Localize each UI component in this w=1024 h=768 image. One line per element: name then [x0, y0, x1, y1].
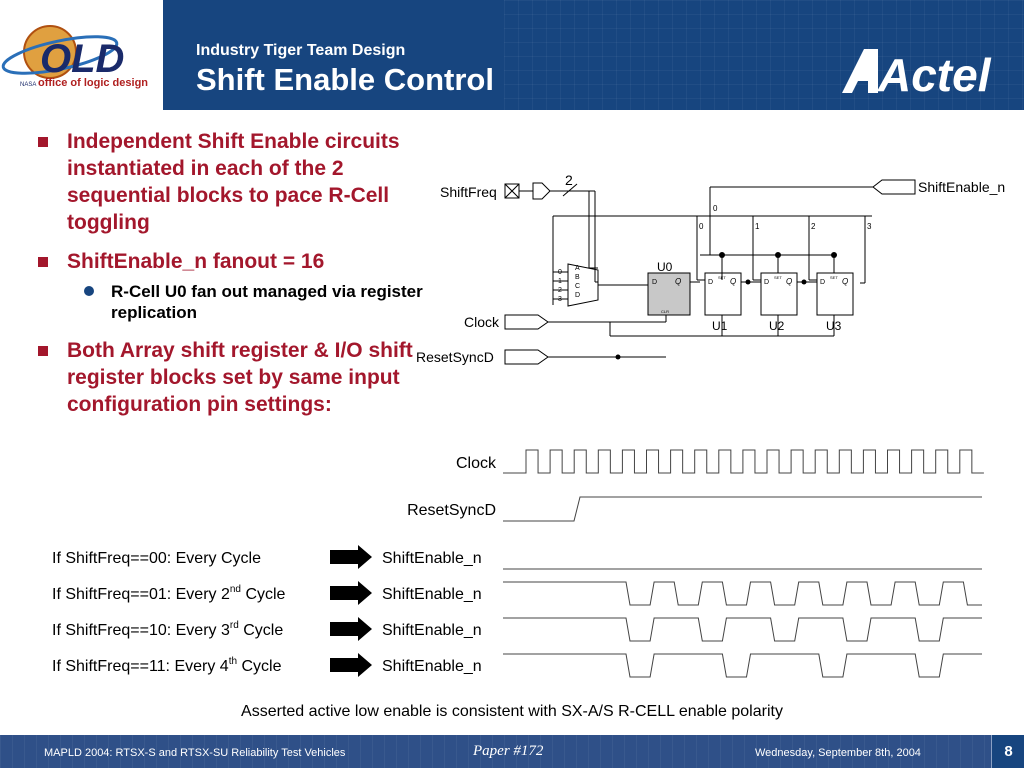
square-bullet-icon: [38, 137, 48, 147]
label-bus-width: 2: [565, 172, 573, 188]
arrow-right-icon: [330, 653, 372, 677]
timing-clock-label: Clock: [456, 455, 497, 472]
logo-nasa: NASA: [20, 82, 36, 88]
footer-date: Wednesday, September 8th, 2004: [755, 747, 921, 759]
sub-bullet-1: R-Cell U0 fan out managed via register r…: [38, 281, 428, 323]
svg-text:3: 3: [558, 296, 562, 303]
svg-text:1: 1: [755, 222, 760, 231]
bullet-list: Independent Shift Enable circuits instan…: [38, 128, 428, 430]
square-bullet-icon: [38, 257, 48, 267]
label-shiftenable-out: ShiftEnable_n: [918, 179, 1005, 195]
output-buffer-icon: [872, 179, 916, 195]
reset-buffer-icon: [504, 349, 549, 365]
schematic-diagram: ShiftFreq 2 ShiftEnable_n Clock ResetSyn…: [416, 172, 1005, 365]
page-number: 8: [991, 735, 1024, 768]
old-logo: OLD office of logic design NASA: [0, 0, 163, 110]
label-u1: U1: [712, 319, 728, 333]
footer-paper: Paper #172: [473, 743, 544, 759]
svg-text:3: 3: [867, 222, 872, 231]
svg-text:C: C: [575, 283, 580, 290]
actel-logo: Actel: [838, 45, 1008, 101]
timing-condition-label: If ShiftFreq==00: Every Cycle: [52, 550, 261, 567]
input-buffer-icon: [532, 182, 551, 200]
ff-u1: [704, 272, 742, 316]
svg-text:0: 0: [699, 222, 704, 231]
resetsyncd-waveform: [503, 496, 982, 522]
footer-conference: MAPLD 2004: RTSX-S and RTSX-SU Reliabili…: [44, 747, 346, 759]
svg-text:D: D: [764, 279, 769, 286]
timing-diagram: Clock ResetSyncD If ShiftFreq==00: Every…: [52, 449, 984, 678]
label-u2: U2: [769, 319, 785, 333]
svg-text:B: B: [575, 274, 580, 281]
bullet-1: Independent Shift Enable circuits instan…: [38, 128, 428, 236]
svg-text:2: 2: [811, 222, 816, 231]
ff-u3: [816, 272, 854, 316]
svg-text:D: D: [820, 279, 825, 286]
bullet-2: ShiftEnable_n fanout = 16: [38, 248, 428, 275]
svg-text:SET: SET: [830, 275, 838, 280]
svg-text:D: D: [575, 292, 580, 299]
svg-text:0: 0: [713, 204, 718, 213]
slide-subtitle: Industry Tiger Team Design: [196, 42, 406, 59]
label-clock-in: Clock: [464, 314, 500, 330]
bullet-3: Both Array shift register & I/O shift re…: [38, 337, 428, 418]
round-bullet-icon: [84, 286, 94, 296]
arrow-right-icon: [330, 581, 372, 605]
svg-text:SET: SET: [718, 275, 726, 280]
arrow-right-icon: [330, 545, 372, 569]
svg-text:SET: SET: [774, 275, 782, 280]
timing-signal-label: ShiftEnable_n: [382, 550, 482, 567]
header-bar: [0, 0, 1024, 110]
timing-reset-label: ResetSyncD: [407, 502, 496, 519]
svg-text:1: 1: [558, 278, 562, 285]
actel-wordmark: Actel: [877, 49, 992, 95]
clock-waveform: [503, 449, 984, 474]
logo-letters: OLD: [40, 37, 124, 81]
label-u0: U0: [657, 260, 673, 274]
svg-text:D: D: [708, 279, 713, 286]
timing-signal-label: ShiftEnable_n: [382, 586, 482, 603]
caption: Asserted active low enable is consistent…: [241, 703, 783, 720]
ff-u2: [760, 272, 798, 316]
svg-text:CLR: CLR: [661, 309, 669, 314]
svg-text:Q: Q: [675, 277, 681, 286]
svg-text:Q: Q: [842, 277, 848, 286]
svg-text:2: 2: [558, 287, 562, 294]
footer-bar: MAPLD 2004: RTSX-S and RTSX-SU Reliabili…: [0, 735, 1024, 768]
logo-caption: office of logic design: [38, 77, 148, 89]
svg-text:A: A: [575, 265, 580, 272]
shiftenable-waveform: [503, 653, 982, 678]
svg-text:D: D: [652, 279, 657, 286]
timing-signal-label: ShiftEnable_n: [382, 658, 482, 675]
timing-condition-label: If ShiftFreq==11: Every 4th Cycle: [52, 656, 282, 675]
slide-title: Shift Enable Control: [196, 62, 494, 97]
actel-a-icon: [842, 49, 878, 93]
square-bullet-icon: [38, 346, 48, 356]
ff-u0: [647, 272, 691, 316]
header-grid-pattern: [504, 0, 1024, 110]
shiftenable-waveform: [503, 581, 982, 606]
clock-buffer-icon: [504, 314, 549, 330]
shiftenable-waveform: [503, 617, 982, 642]
timing-signal-label: ShiftEnable_n: [382, 622, 482, 639]
svg-text:Q: Q: [730, 277, 736, 286]
mux-icon: [567, 263, 599, 307]
svg-text:0: 0: [558, 269, 562, 276]
label-shiftfreq: ShiftFreq: [440, 184, 497, 200]
timing-condition-label: If ShiftFreq==01: Every 2nd Cycle: [52, 584, 286, 603]
label-resetsyncd-in: ResetSyncD: [416, 349, 494, 365]
svg-text:Q: Q: [786, 277, 792, 286]
timing-condition-label: If ShiftFreq==10: Every 3rd Cycle: [52, 620, 283, 639]
logo-orbit-icon: [1, 35, 119, 75]
label-u3: U3: [826, 319, 842, 333]
arrow-right-icon: [330, 617, 372, 641]
